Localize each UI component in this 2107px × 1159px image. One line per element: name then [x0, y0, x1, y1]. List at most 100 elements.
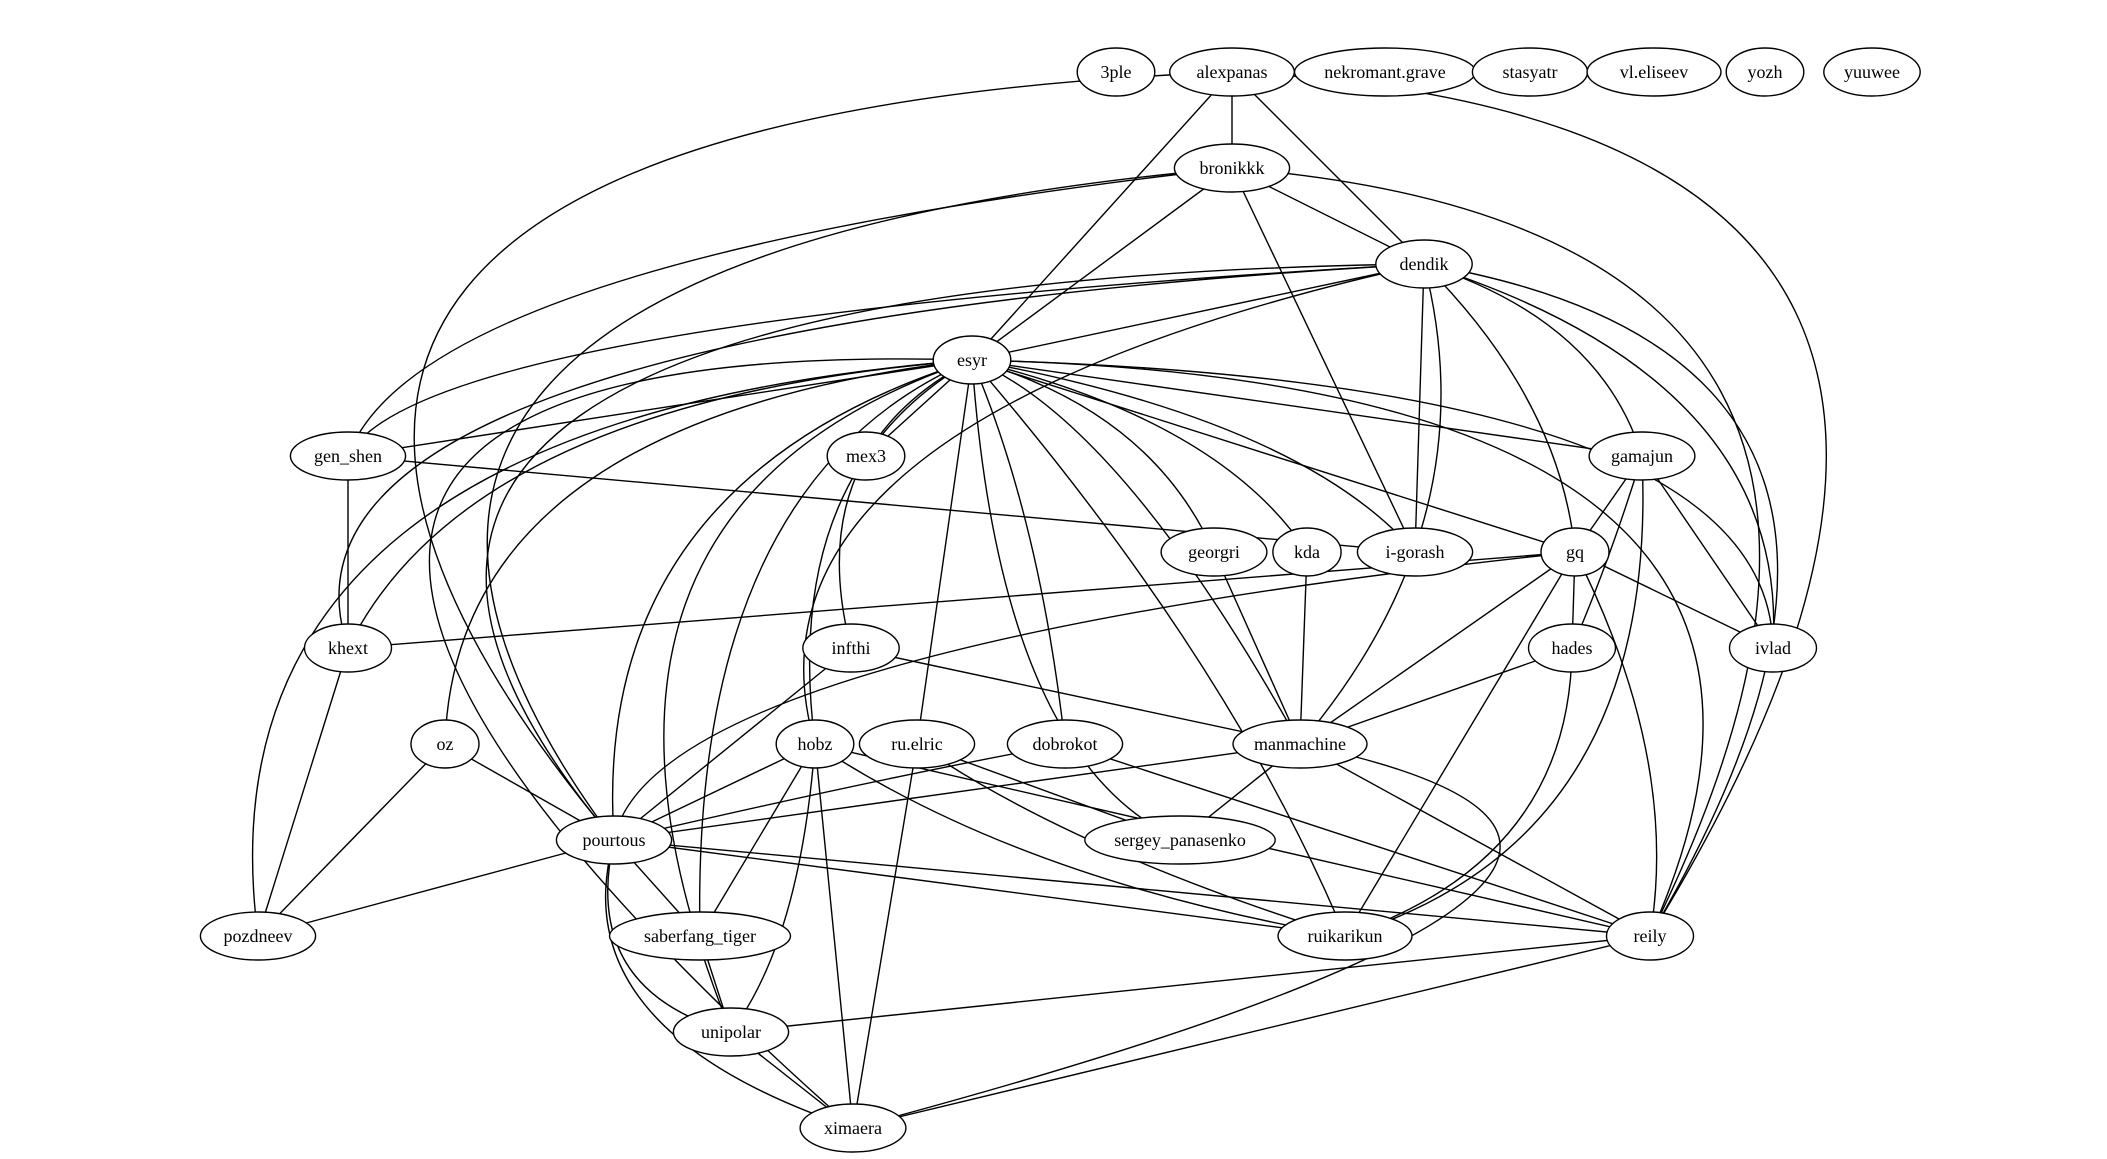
edge-gq-ruikarikun: [1344, 551, 1576, 937]
node-alexpanas: alexpanas: [1168, 47, 1295, 97]
edge-bronikkk-i-gorash: [1231, 167, 1416, 553]
node-ellipse: [672, 1007, 790, 1057]
node-ellipse: [858, 719, 976, 769]
node-ellipse: [1356, 527, 1474, 577]
node-label: vl.eliseev: [1620, 62, 1688, 82]
edge-dendik-esyr: [971, 263, 1425, 361]
node-manmachine: manmachine: [1232, 719, 1368, 769]
node-hobz: hobz: [775, 719, 855, 769]
edge-esyr-dobrokot: [971, 359, 1066, 745]
node-label: dendik: [1400, 254, 1449, 274]
edge-dendik-reily: [1423, 263, 1779, 937]
node-label: esyr: [957, 350, 987, 370]
node-label: ivlad: [1755, 638, 1791, 658]
node-yuuwee: yuuwee: [1823, 47, 1921, 97]
node-label: pourtous: [583, 830, 646, 850]
node-label: ru.elric: [891, 734, 942, 754]
node-bronikkk: bronikkk: [1173, 143, 1291, 193]
node-unipolar: unipolar: [672, 1007, 790, 1057]
node-ellipse: [1173, 143, 1291, 193]
node-gen_shen: gen_shen: [289, 431, 407, 481]
edge-dendik-pourtous: [485, 263, 1425, 841]
node-infthi: infthi: [802, 623, 900, 673]
edge-pourtous-reily: [613, 839, 1651, 937]
node-ellipse: [608, 911, 792, 961]
edge-kda-manmachine: [1299, 551, 1308, 745]
node-ellipse: [826, 431, 906, 481]
edge-manmachine-ximaera: [852, 743, 1501, 1129]
node-ellipse: [1588, 431, 1696, 481]
node-label: mex3: [846, 446, 886, 466]
edge-alexpanas-dendik: [1231, 71, 1425, 265]
edge-esyr-pozdneev: [251, 359, 973, 937]
node-esyr: esyr: [932, 335, 1012, 385]
node-ellipse: [1605, 911, 1695, 961]
node-label: pozdneev: [224, 926, 293, 946]
edge-reily-ximaera: [852, 935, 1651, 1129]
edge-pourtous-pozdneev: [257, 839, 615, 937]
node-mex3: mex3: [826, 431, 906, 481]
edge-esyr-ru.elric: [916, 359, 973, 745]
node-ellipse: [1232, 719, 1368, 769]
node-kda: kda: [1272, 527, 1342, 577]
node-nekromant.grave: nekromant.grave: [1293, 47, 1477, 97]
node-label: saberfang_tiger: [644, 926, 756, 946]
edge-gq-pourtous: [613, 551, 1576, 841]
node-ru.elric: ru.elric: [858, 719, 976, 769]
edge-esyr-i-gorash: [971, 359, 1416, 553]
edge-pourtous-ximaera: [605, 839, 854, 1129]
edge-ru.elric-ximaera: [852, 743, 918, 1129]
node-khext: khext: [303, 623, 393, 673]
edge-bronikkk-reily: [1231, 167, 1761, 937]
node-ellipse: [1084, 815, 1276, 865]
node-ellipse: [303, 623, 393, 673]
node-label: stasyatr: [1503, 62, 1558, 82]
edge-esyr-gamajun: [971, 359, 1643, 457]
edge-hobz-ruikarikun: [814, 743, 1346, 937]
node-label: sergey_panasenko: [1114, 830, 1246, 850]
node-dobrokot: dobrokot: [1006, 719, 1124, 769]
edge-gq-manmachine: [1299, 551, 1576, 745]
edge-esyr-kda: [971, 359, 1308, 553]
node-label: hades: [1552, 638, 1593, 658]
edge-hobz-ximaera: [814, 743, 854, 1129]
node-ellipse: [1160, 527, 1268, 577]
node-label: ruikarikun: [1308, 926, 1383, 946]
edge-bronikkk-pourtous: [486, 167, 1233, 841]
graph-edges: [251, 71, 1827, 1129]
edge-dendik-i-gorash: [1414, 263, 1425, 553]
node-label: alexpanas: [1197, 62, 1268, 82]
node-i-gorash: i-gorash: [1356, 527, 1474, 577]
edge-esyr-sergey_panasenko: [971, 359, 1181, 841]
edge-georgri-manmachine: [1213, 551, 1301, 745]
node-pourtous: pourtous: [555, 815, 673, 865]
edge-dendik-manmachine: [1299, 263, 1442, 745]
edge-esyr-ivlad: [971, 359, 1774, 649]
edge-oz-pozdneev: [257, 743, 446, 937]
edge-gamajun-ruikarikun: [1344, 455, 1644, 937]
node-gamajun: gamajun: [1588, 431, 1696, 481]
edge-manmachine-pourtous: [613, 743, 1301, 841]
edge-esyr-hobz: [808, 359, 973, 745]
edge-reily-unipolar: [730, 935, 1651, 1033]
node-ellipse: [1277, 911, 1413, 961]
edge-dobrokot-pourtous: [613, 743, 1066, 841]
node-label: reily: [1634, 926, 1667, 946]
edge-dendik-khext: [338, 263, 1425, 649]
edge-esyr-reily: [971, 359, 1704, 937]
node-label: ximaera: [824, 1118, 882, 1138]
node-label: nekromant.grave: [1324, 62, 1445, 82]
node-label: bronikkk: [1200, 158, 1265, 178]
edge-dendik-ivlad: [1423, 263, 1775, 649]
node-ximaera: ximaera: [799, 1103, 907, 1153]
node-ellipse: [802, 623, 900, 673]
node-label: yuuwee: [1844, 62, 1900, 82]
node-label: georgri: [1188, 542, 1240, 562]
edge-esyr-unipolar: [663, 359, 973, 1033]
node-reily: reily: [1605, 911, 1695, 961]
node-label: manmachine: [1254, 734, 1346, 754]
node-ellipse: [1375, 239, 1473, 289]
edge-dobrokot-reily: [1064, 743, 1651, 937]
